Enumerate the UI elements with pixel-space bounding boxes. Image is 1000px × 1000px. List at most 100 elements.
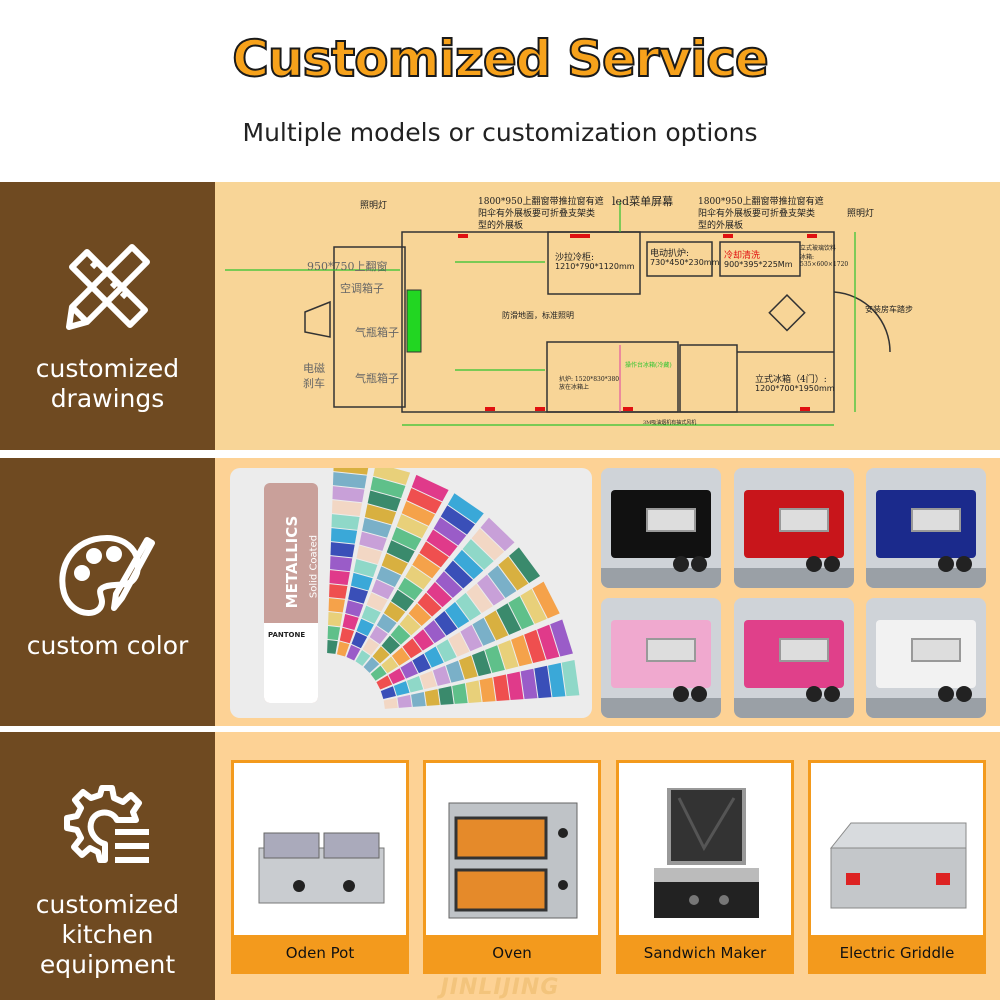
color-swatch	[380, 686, 396, 699]
drawing-label: 阳伞有外展板要可折叠支架类	[698, 209, 816, 219]
page-subtitle: Multiple models or customization options	[242, 118, 758, 147]
color-swatch	[381, 635, 401, 655]
color-swatch	[438, 686, 454, 705]
color-swatch	[393, 681, 410, 696]
color-swatch	[524, 629, 546, 664]
color-swatch	[436, 639, 457, 663]
color-swatch	[402, 638, 422, 659]
color-swatch	[511, 634, 533, 667]
equipment-card-electric-griddle[interactable]: Electric Griddle	[808, 760, 986, 974]
drawing-label: 扒炉: 1520*830*380	[559, 376, 620, 383]
color-swatch	[363, 657, 380, 673]
pantone-color-fan-image: METALLICS Solid Coated PANTONE	[230, 468, 592, 718]
color-swatch	[329, 570, 350, 585]
color-fan	[327, 468, 580, 709]
drawing-label: 气瓶箱子	[355, 372, 399, 385]
color-swatch	[370, 665, 387, 681]
color-swatch	[487, 565, 517, 599]
color-swatch	[333, 468, 369, 475]
color-swatch	[509, 547, 541, 583]
equipment-label: Oven	[426, 935, 598, 971]
color-swatch	[332, 472, 367, 489]
section-drawings: customized drawings	[0, 182, 1000, 450]
color-swatch	[520, 588, 547, 624]
drawing-label: 放在冰箱上	[559, 384, 590, 391]
drawing-label: 1210*790*1120mm	[555, 262, 635, 271]
equipment-card-oden-pot[interactable]: Oden Pot	[231, 760, 409, 974]
color-swatch	[369, 625, 388, 645]
color-swatch	[381, 553, 408, 575]
color-swatch	[434, 611, 458, 636]
color-swatch	[426, 582, 453, 608]
color-swatch	[440, 505, 476, 535]
color-swatch	[411, 692, 426, 707]
color-swatch	[435, 571, 463, 598]
color-swatch	[353, 559, 378, 578]
drawing-label: 3M吸油烟机有抽式风机	[643, 420, 697, 426]
color-swatch	[423, 620, 446, 644]
palette-brush-icon	[59, 535, 155, 616]
color-swatch	[408, 603, 432, 627]
equipment-card-sandwich-maker[interactable]: Sandwich Maker	[616, 760, 794, 974]
color-swatch	[548, 662, 566, 698]
drawing-label: 冷却清洗	[724, 251, 761, 261]
color-swatch	[391, 647, 411, 666]
color-swatch	[390, 624, 411, 645]
color-swatch	[398, 577, 423, 601]
food-truck-color-sample	[734, 468, 854, 588]
color-swatch	[386, 540, 415, 563]
color-swatch	[424, 689, 440, 706]
color-swatch	[367, 490, 401, 512]
color-swatch	[364, 504, 397, 525]
color-swatch	[485, 645, 505, 673]
color-swatch	[391, 527, 422, 551]
color-swatch	[413, 629, 434, 651]
equipment-label: Electric Griddle	[811, 935, 983, 971]
drawing-label: 空调箱子	[340, 282, 384, 295]
color-swatch	[372, 646, 390, 664]
color-swatch	[534, 665, 552, 699]
drawing-label: 535×600×1720	[800, 261, 849, 268]
equipment-card-oven[interactable]: Oven	[423, 760, 601, 974]
color-swatch	[506, 671, 524, 701]
ruler-pencil-icon	[66, 244, 150, 330]
color-swatch	[561, 659, 580, 697]
color-swatch	[479, 677, 496, 702]
color-swatch	[419, 670, 437, 690]
color-swatch	[383, 697, 398, 709]
color-swatch	[412, 653, 431, 674]
drawing-label: led菜单屏幕	[612, 195, 674, 208]
color-swatch	[401, 501, 436, 526]
color-swatch	[453, 549, 484, 580]
color-swatch	[452, 683, 468, 704]
color-swatch	[331, 514, 360, 530]
section-label: kitchen	[61, 920, 154, 949]
drawing-label: 730*450*230mm	[650, 258, 720, 267]
section-color: custom color METALLICS Solid Coated PANT…	[0, 458, 1000, 726]
color-swatch	[327, 626, 341, 641]
color-swatch	[351, 631, 368, 649]
color-swatch	[455, 592, 482, 621]
section-equipment: customized kitchen equipment Oden Pot Ov…	[0, 732, 1000, 1000]
drawing-label: 操作台冰箱(冷藏)	[625, 362, 672, 369]
drawing-label: 照明灯	[360, 201, 388, 211]
drawing-label: 沙拉冷柜:	[555, 253, 595, 263]
color-swatch	[532, 581, 560, 619]
electric-griddle-image	[829, 822, 967, 909]
color-swatch	[329, 584, 348, 599]
color-swatch	[366, 592, 388, 612]
brand-logo: JINLIJING	[440, 975, 560, 1000]
drawing-label: 阳伞有外展板要可折叠支架类	[478, 209, 596, 219]
food-truck-color-sample	[601, 468, 721, 588]
color-swatch	[466, 583, 493, 614]
drawing-label: 电动扒炉:	[650, 249, 690, 259]
color-swatch	[537, 624, 560, 660]
color-swatch	[370, 476, 406, 499]
color-swatch	[383, 601, 406, 623]
color-swatch	[342, 614, 359, 631]
drawing-label: 1800*950上翻窗带推拉窗有遮	[698, 197, 824, 207]
color-swatch	[345, 600, 364, 617]
color-swatch	[411, 474, 449, 502]
color-swatch	[396, 514, 429, 539]
drawing-label: 立式玻璃饮料	[800, 245, 837, 252]
